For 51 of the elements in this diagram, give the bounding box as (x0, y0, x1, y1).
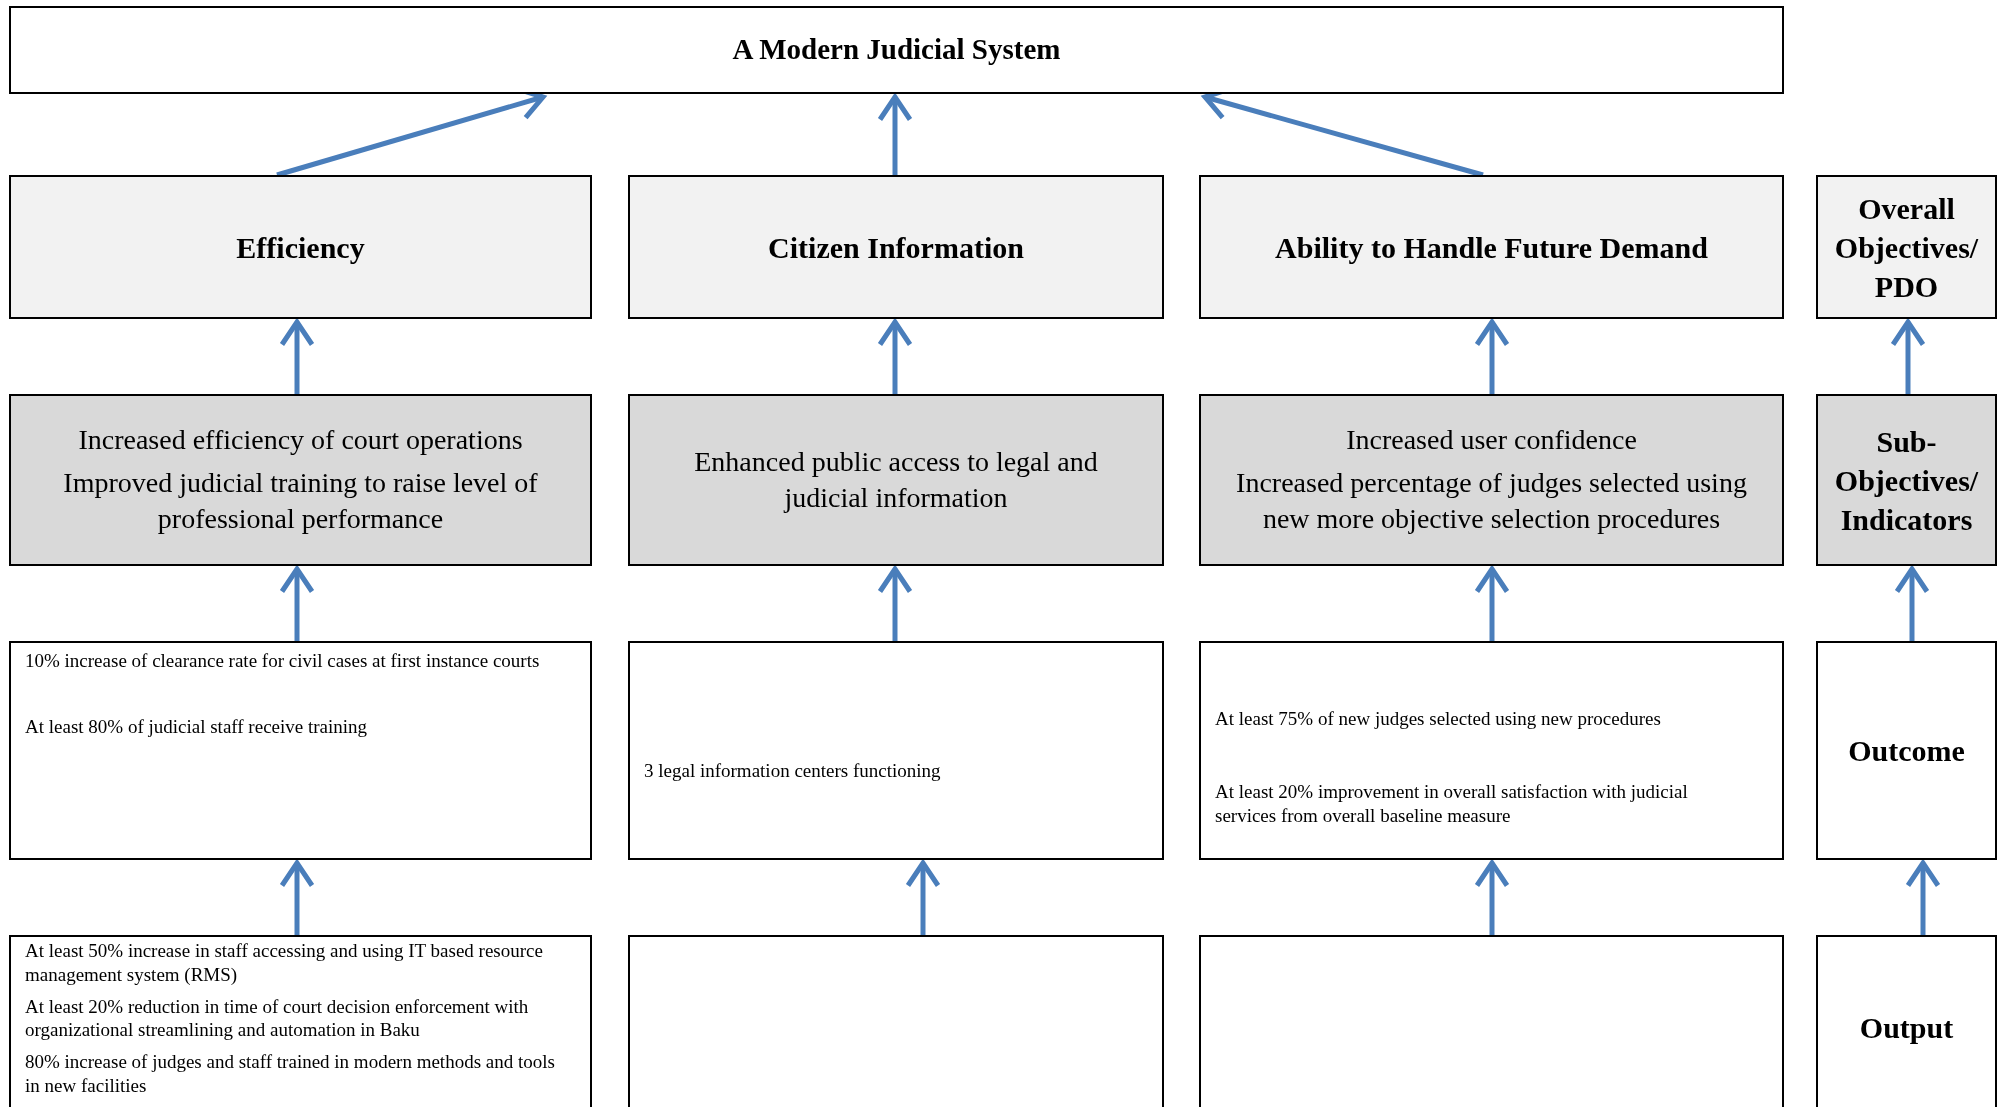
objective-box (9, 175, 592, 319)
indicator-box (9, 641, 592, 860)
arrow (877, 319, 913, 394)
sub-objective-box (9, 394, 592, 566)
indicator-box (9, 935, 592, 1107)
sub-objective-text: Increased percentage of judges selected using new more objective selection procedures (1235, 465, 1748, 537)
sub-objective-text: Increased user confidence (1346, 423, 1637, 458)
indicator-box (628, 641, 1164, 860)
level-box (1816, 641, 1997, 860)
level-label: Sub- Objectives/ Indicators (1833, 423, 1980, 538)
empty-box (1199, 935, 1784, 1107)
node-title: A Modern Judicial System (732, 32, 1061, 68)
sub-objective-text: Increased efficiency of court operations (78, 423, 523, 458)
arrow (1905, 860, 1941, 935)
objective-box (1199, 175, 1784, 319)
sub-objective-text: Enhanced public access to legal and judicial information (693, 444, 1099, 515)
arrow (279, 566, 315, 641)
indicator-text: 80% increase of judges and staff trained in modern methods and tools in new facilities (25, 1050, 556, 1098)
objective-title: Citizen Information (768, 229, 1024, 266)
arrow (877, 94, 913, 175)
level-label: Output (1859, 1010, 1954, 1046)
level-box (1816, 935, 1997, 1107)
level-box (1816, 394, 1997, 566)
arrow (1894, 566, 1930, 641)
arrow (1474, 860, 1510, 935)
objective-title: Efficiency (236, 229, 365, 266)
arrow (279, 319, 315, 394)
sub-objective-box (1199, 394, 1784, 566)
indicator-box (1199, 641, 1784, 860)
sub-objective-text: Improved judicial training to raise level of professional performance (62, 465, 539, 537)
level-label: Overall Objectives/ PDO (1833, 190, 1980, 305)
indicator-text: At least 80% of judicial staff receive training (25, 714, 369, 739)
arrow (1474, 566, 1510, 641)
arrow (279, 860, 315, 935)
arrow (1890, 319, 1926, 394)
arrow (1474, 319, 1510, 394)
level-box (1816, 175, 1997, 319)
arrow (905, 860, 941, 935)
indicator-text: 3 legal information centers functioning (644, 758, 942, 783)
indicator-text: At least 75% of new judges selected using new procedures (1215, 707, 1662, 732)
objective-box (628, 175, 1164, 319)
sub-objective-box (628, 394, 1164, 566)
indicator-text: At least 20% improvement in overall satisfaction with judicial services from overall baseline measure (1215, 780, 1689, 828)
empty-box (628, 935, 1164, 1107)
indicator-text: At least 20% reduction in time of court decision enforcement with organizational streamlining and automation in Baku (25, 994, 530, 1042)
indicator-text: 10% increase of clearance rate for civil cases at first instance courts (25, 649, 541, 673)
level-label: Outcome (1848, 733, 1965, 769)
arrow (877, 566, 913, 641)
objective-title: Ability to Handle Future Demand (1275, 229, 1708, 266)
indicator-text: At least 50% increase in staff accessing and using IT based resource management system (RMS) (25, 939, 544, 987)
title-box (9, 6, 1784, 94)
